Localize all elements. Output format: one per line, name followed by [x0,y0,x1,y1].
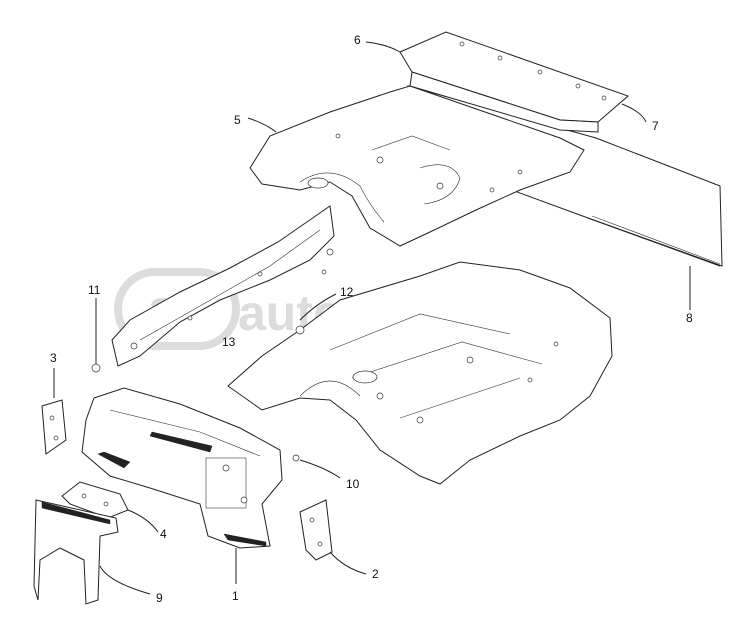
leader-lines [53,41,721,595]
callout-5: 5 [234,113,241,127]
callout-6: 6 [354,33,361,47]
part-11-fastener [91,248,334,373]
part-3-bracket [41,399,67,455]
part-13-cowl-upper [111,205,335,367]
callout-12: 12 [340,285,354,299]
part-12-main-floor [227,261,613,485]
part-1-dash-panel [81,387,283,549]
callout-10: 10 [346,477,360,491]
part-9-lower-panel [33,499,119,605]
part-4-reinforcement [61,481,129,519]
callout-2: 2 [372,567,379,581]
callout-11: 11 [88,283,101,297]
part-2-side-plate [299,499,333,561]
part-10-fastener [292,454,300,462]
callout-8: 8 [686,311,693,325]
callout-9: 9 [156,591,163,605]
part-5-rear-floor [249,85,585,247]
callout-1: 1 [232,589,239,603]
callout-labels: 1 2 3 4 5 6 7 8 9 10 11 12 13 [50,33,693,605]
callout-7: 7 [652,119,659,133]
callout-3: 3 [50,351,57,365]
callout-4: 4 [160,527,167,541]
callout-13: 13 [222,335,236,349]
